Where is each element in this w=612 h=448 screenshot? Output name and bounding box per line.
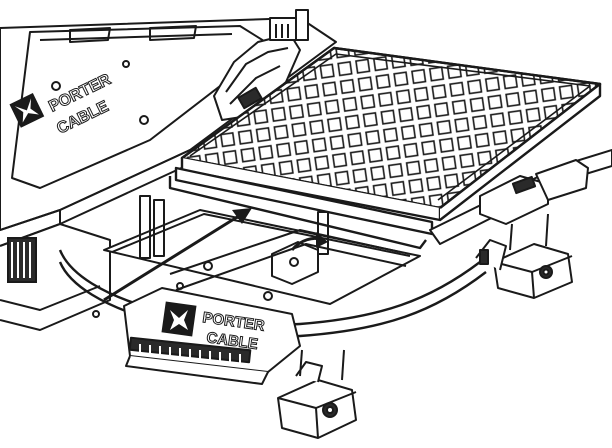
front-foot [277,349,357,439]
side-rail [58,149,612,338]
sliding-tray [168,46,602,250]
slide-direction-arrow [103,208,252,302]
rear-foot [475,213,573,299]
inner-mechanism [103,195,421,305]
rotate-direction-arrow [290,232,328,251]
blade-guard [213,9,309,121]
vent-slots [7,237,37,283]
